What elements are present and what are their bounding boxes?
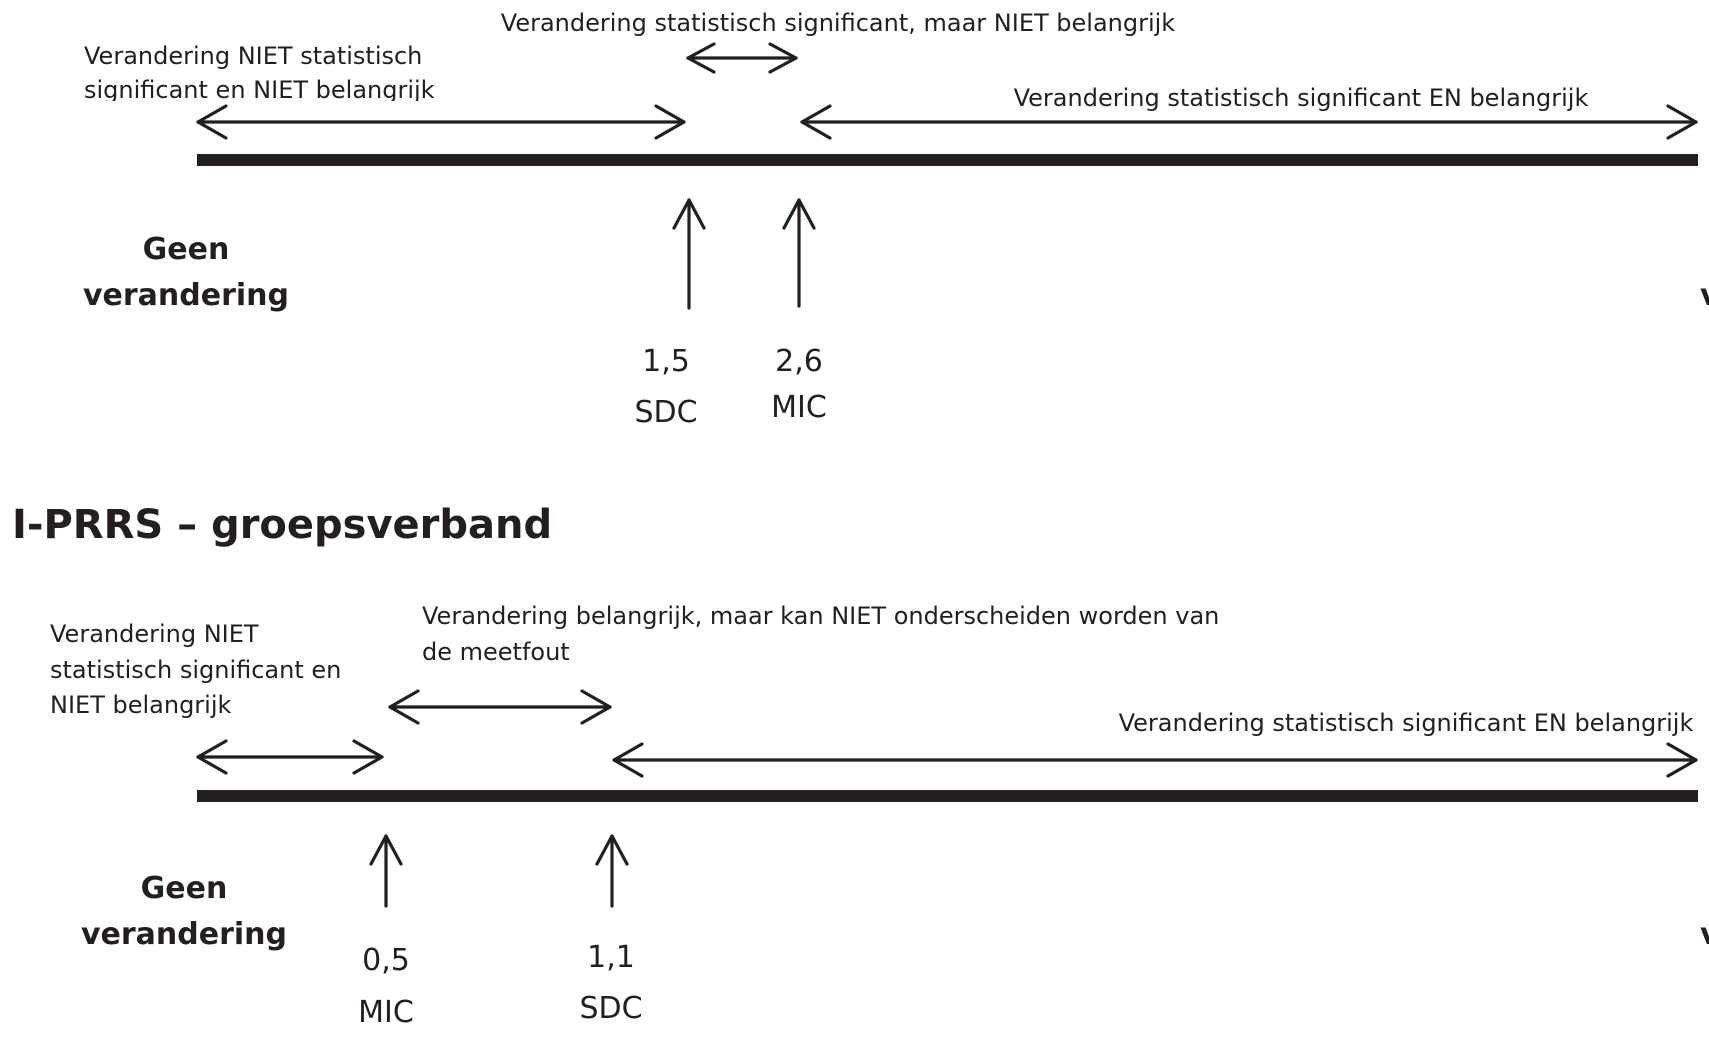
bottom-sdc-value: 1,1	[587, 940, 635, 975]
top-sdc-name: SDC	[634, 395, 697, 430]
bottom-right-edge-glyph: v	[1700, 917, 1709, 952]
top-sdc-pointer	[672, 198, 706, 310]
bottom-large-range-arrow	[612, 742, 1698, 778]
top-middle-range-label: Verandering statistisch significant, maa…	[501, 9, 1176, 37]
bottom-no-change-label-line1: Geen	[141, 871, 228, 906]
bottom-no-change-label-line2: verandering	[81, 917, 287, 952]
top-right-edge-glyph: v	[1700, 278, 1709, 313]
top-mic-name: MIC	[771, 390, 827, 425]
top-small-range-arrow	[196, 104, 686, 140]
bottom-small-range-arrow	[196, 739, 384, 775]
bottom-panel: Verandering NIET statistisch significant…	[50, 602, 1709, 1030]
bottom-mic-value: 0,5	[362, 943, 410, 978]
top-panel: Verandering NIET statistisch significant…	[80, 9, 1709, 430]
top-label-mask	[80, 101, 430, 115]
bottom-sdc-pointer	[595, 834, 629, 908]
top-small-range-label-line1: Verandering NIET statistisch	[84, 42, 422, 70]
bottom-mic-pointer	[369, 834, 403, 908]
top-mic-pointer	[782, 198, 816, 308]
top-sdc-value: 1,5	[642, 344, 690, 379]
bottom-small-range-label-line3: NIET belangrijk	[50, 691, 232, 719]
bottom-middle-range-arrow	[388, 689, 612, 725]
top-no-change-label-line1: Geen	[143, 232, 230, 267]
top-no-change-label-line2: verandering	[83, 278, 289, 313]
top-large-range-label: Verandering statistisch significant EN b…	[1014, 84, 1589, 112]
top-large-range-arrow	[800, 104, 1698, 140]
bottom-large-range-label: Verandering statistisch significant EN b…	[1119, 709, 1694, 737]
bottom-small-range-label-line1: Verandering NIET	[50, 620, 259, 648]
section-title: I-PRRS – groepsverband	[12, 502, 552, 548]
bottom-sdc-name: SDC	[579, 991, 642, 1026]
top-small-range-label-line2: significant en NIET belangrijk	[84, 76, 435, 104]
top-middle-range-arrow	[686, 42, 798, 74]
top-mic-value: 2,6	[775, 344, 823, 379]
bottom-mic-name: MIC	[358, 995, 414, 1030]
bottom-middle-range-label-line1: Verandering belangrijk, maar kan NIET on…	[422, 602, 1219, 630]
bottom-middle-range-label-line2: de meetfout	[422, 638, 570, 666]
bottom-small-range-label-line2: statistisch significant en	[50, 656, 341, 684]
